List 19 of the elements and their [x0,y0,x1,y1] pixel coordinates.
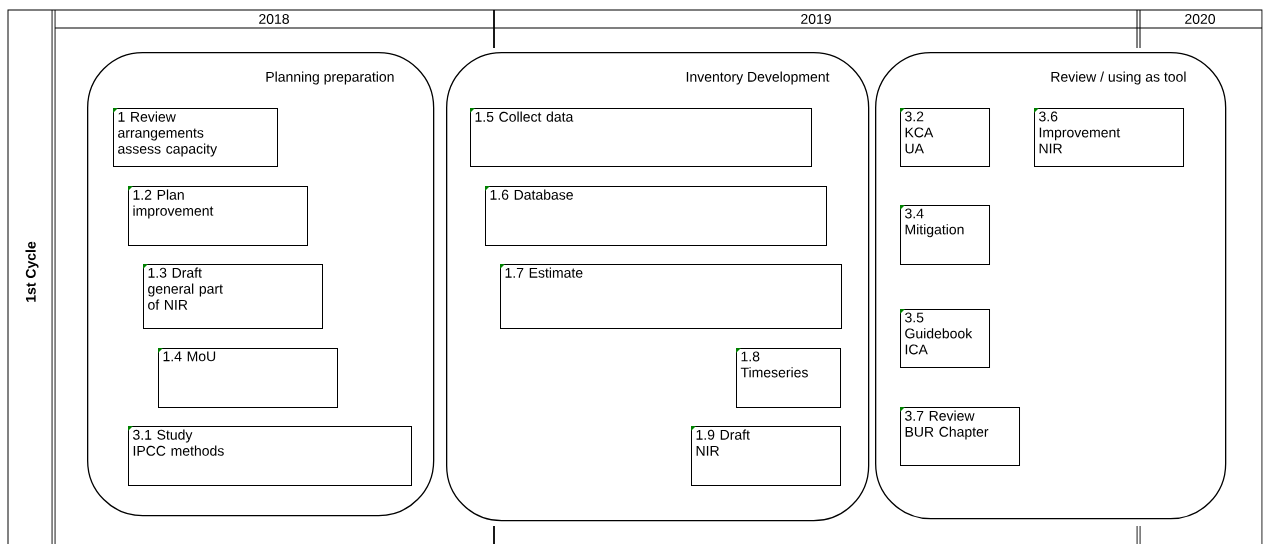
task-box: 1.9 Draft NIR [691,426,841,486]
task-box: 3.2 KCA UA [900,108,990,167]
task-box: 3.4 Mitigation [900,205,990,265]
cycle-label: 1st Cycle [25,241,39,302]
task-box: 1.8 Timeseries [736,348,841,408]
task-box: 3.7 Review BUR Chapter [900,407,1020,466]
task-box: 1.2 Plan improvement [128,186,308,246]
task-box: 1 Review arrangements assess capacity [113,108,278,167]
year-label: 2020 [1185,14,1216,24]
task-box: 1.5 Collect data [470,108,812,167]
task-box: 3.6 Improvement NIR [1034,108,1184,167]
task-box: 1.4 MoU [158,348,338,408]
year-label: 2018 [259,14,289,24]
task-box: 3.5 Guidebook ICA [900,309,990,368]
task-box: 1.3 Draft general part of NIR [143,264,323,329]
year-label: 2019 [801,14,831,24]
task-box: 1.7 Estimate [500,264,842,329]
task-box: 1.6 Database [485,186,827,246]
task-box: 3.1 Study IPCC methods [128,426,412,486]
